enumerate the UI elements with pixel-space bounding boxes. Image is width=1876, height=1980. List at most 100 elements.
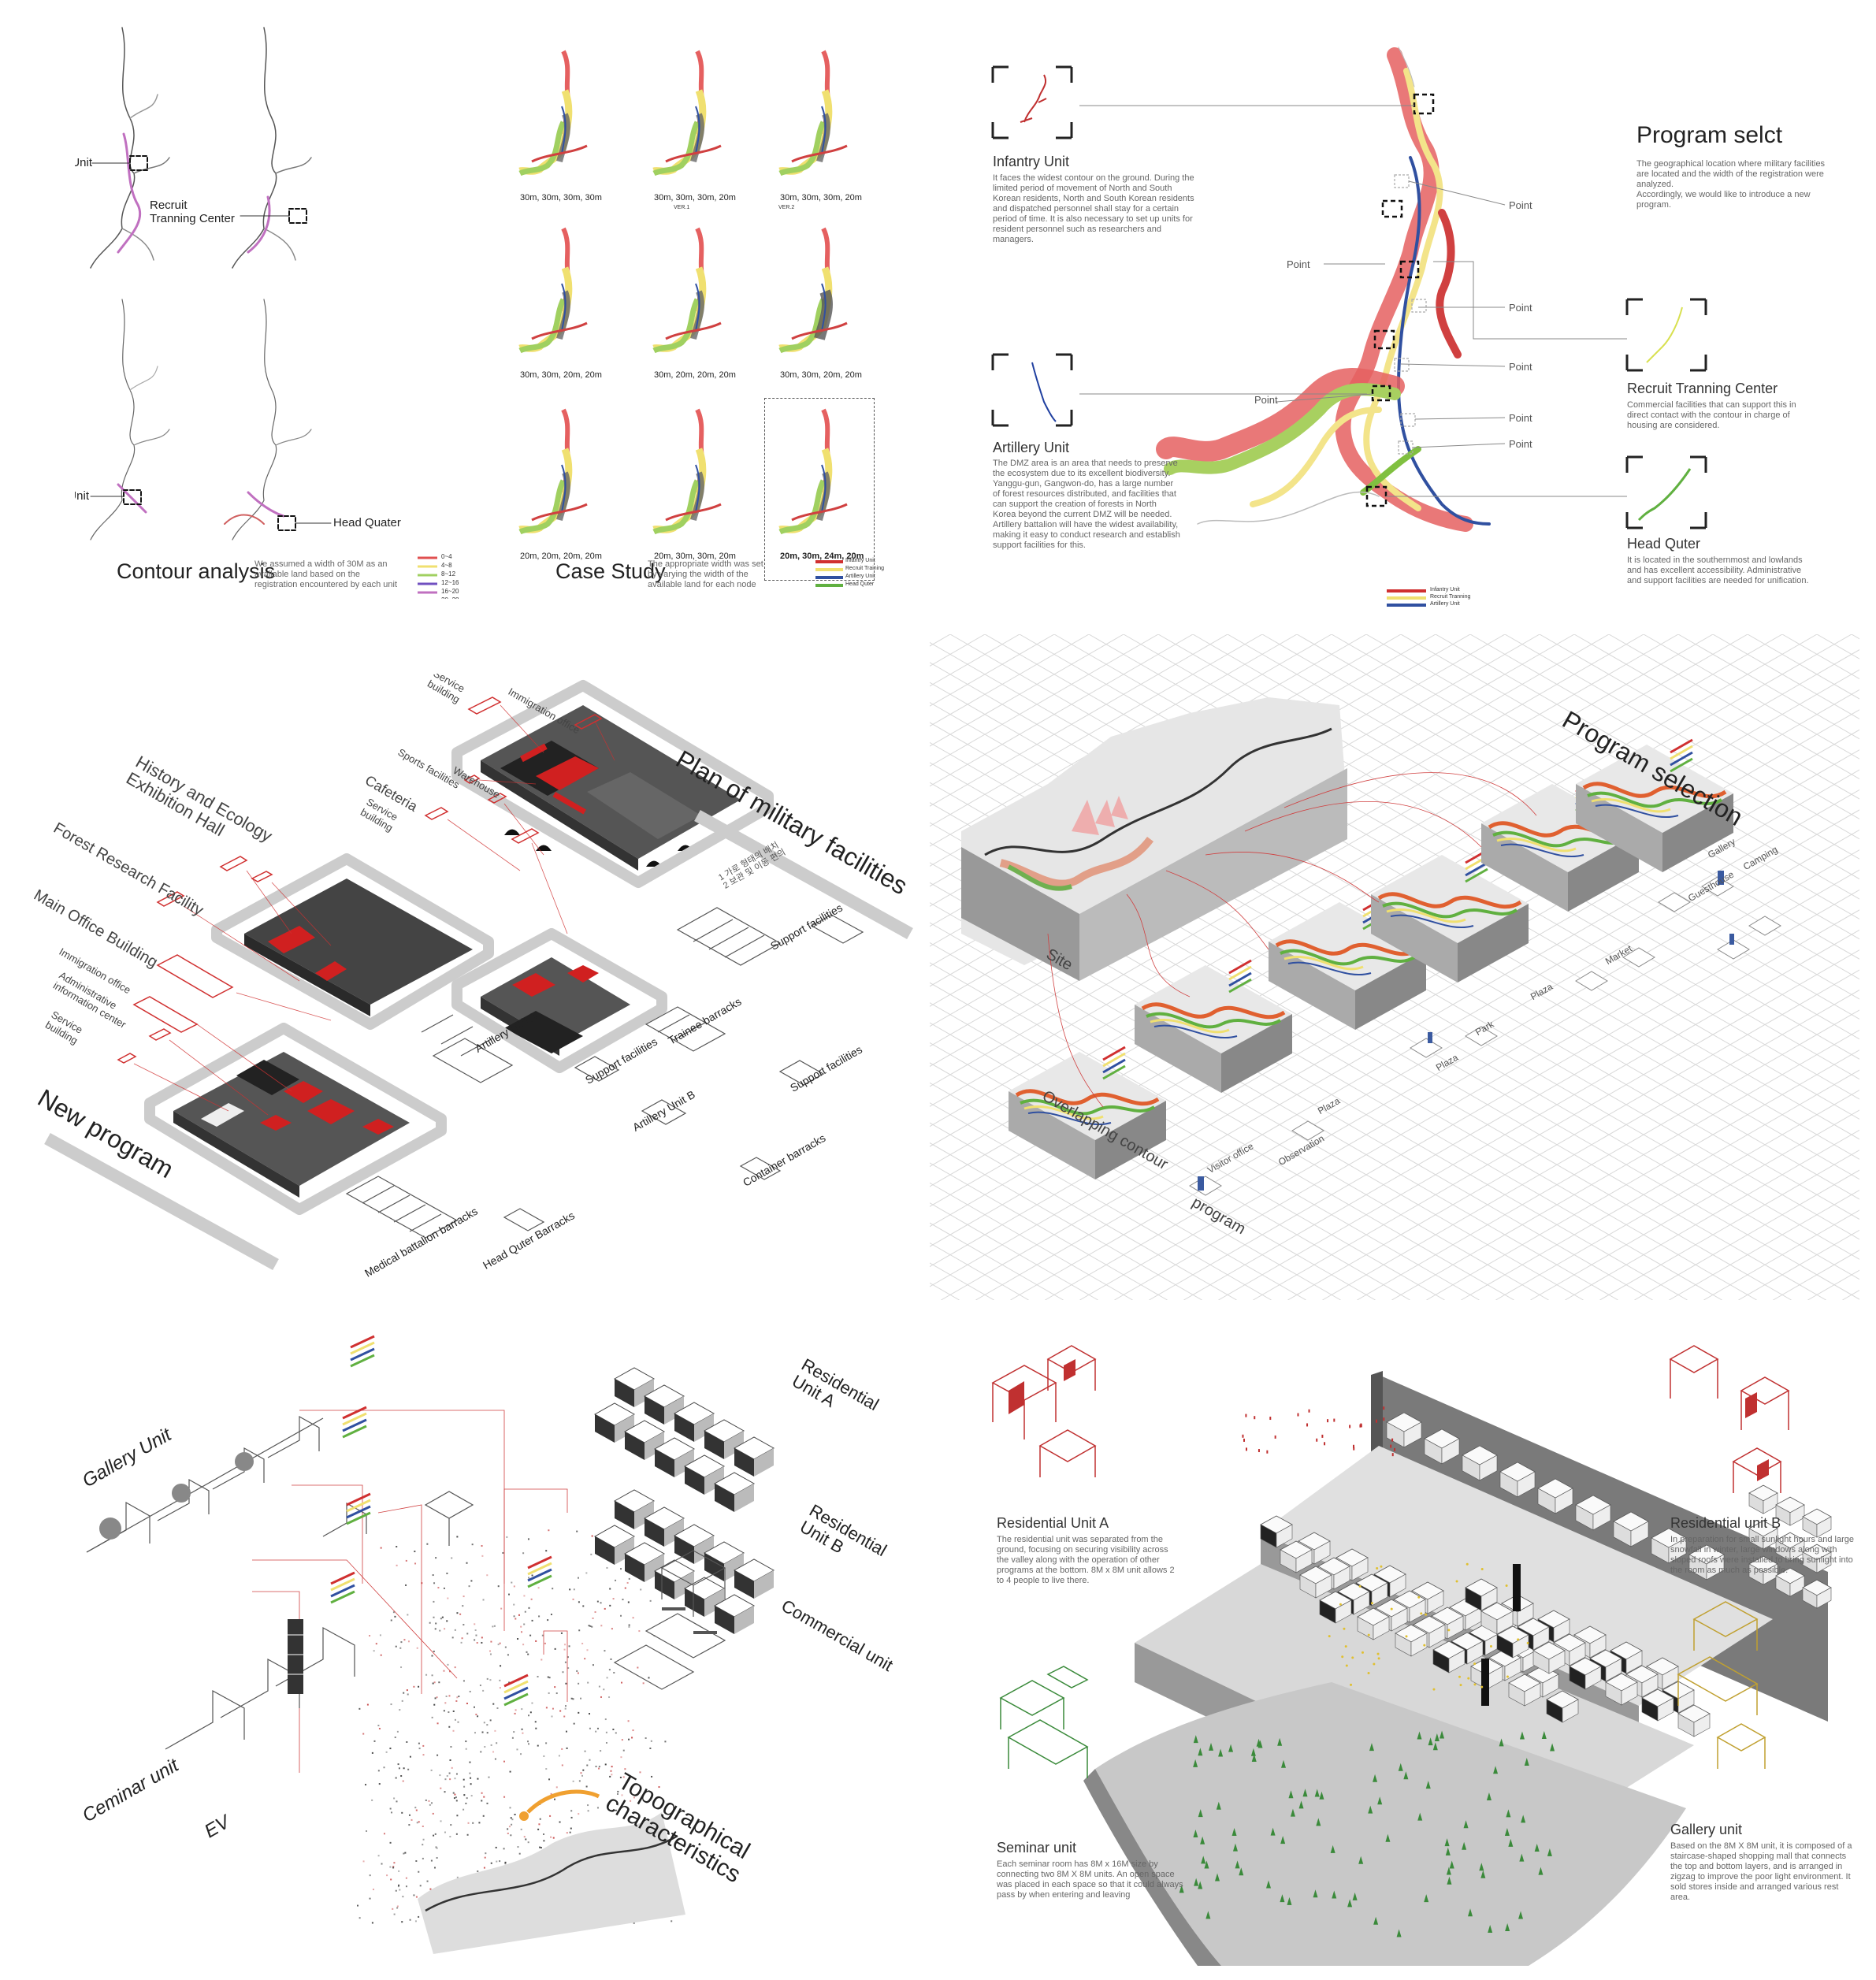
case-thumbnail [652,227,722,354]
terrain-slice [1576,738,1733,872]
case-caption: 30m, 20m, 20m, 20m [654,370,736,380]
sub-caption-ver2: VER.2 [778,205,795,210]
gallery-desc: Based on the 8M X 8M unit, it is compose… [1670,1841,1852,1902]
case-thumbnail [778,408,848,535]
units-right-panel: Residential Unit A The residential unit … [961,1328,1867,1974]
case-thumbnail [518,227,588,354]
artillery-title: Artillery Unit [993,440,1070,455]
case-desc: The appropriate width was set by varying… [648,559,763,589]
terrain-slice [1135,959,1292,1093]
legend-label: 20~28 [441,596,459,599]
sub-caption-ver1: VER.1 [674,205,690,210]
contour-analysis-panel: Infantry Unit Recruit Tranning Center Ar… [75,16,492,599]
program-selection-axonometric [930,634,1859,1300]
case-caption: 30m, 30m, 20m, 20m [520,370,602,380]
contour-legend [418,556,437,594]
legend-label: Infantry Unit [845,558,875,563]
case-study-panel: 30m, 30m, 30m, 30m 30m, 30m, 30m, 20m 30m,… [496,35,890,603]
point-label: Point [1287,258,1310,270]
contour-map-2 [232,27,312,269]
point-label: Point [1509,361,1532,373]
seminar-desc: Each seminar room has 8M x 16M size by c… [997,1859,1183,1900]
artillery-thumbnail [1031,362,1057,422]
label-artillery-unit: Artillery Unit [75,489,89,503]
program-select-map [991,46,1707,607]
headq-desc: It is located in the southernmost and lo… [1627,555,1809,585]
point-label: Point [1509,412,1532,424]
case-caption: 30m, 30m, 20m, 20m [780,370,862,380]
legend-label: Infantry Unit [1430,587,1460,593]
point-label: Point [1509,438,1532,450]
focus-box [277,515,296,531]
program-selct-title: Program selct [1636,122,1783,148]
contour-maps [90,27,437,594]
focus-box [123,489,142,505]
legend-label: Recruit Tranning [1430,594,1471,600]
terrain-slice [1269,896,1426,1030]
military-plan-panel: Plan of military facilities New program … [32,674,922,1288]
legend-label: Artillery Unit [1430,601,1460,607]
contour-desc: We assumed a width of 30M as an availabl… [254,559,398,589]
recruit-title: Recruit Tranning Center [1627,381,1778,396]
site-terrain [961,697,1347,981]
contour-map-1 [90,27,170,269]
infantry-desc: It faces the widest contour on the groun… [993,173,1194,244]
case-caption: 30m, 30m, 30m, 20m [780,193,862,202]
headq-thumbnail [1637,468,1692,522]
legend-label: Head Quter [845,581,875,587]
selected-case-frame [764,398,875,581]
res-b-title: Residential unit B [1670,1515,1781,1531]
infantry-title: Infantry Unit [993,154,1070,169]
res-b-desc: In preparation for small sunlight hours … [1670,1535,1854,1575]
legend-label: 0~4 [441,553,452,560]
contour-map-4 [224,299,312,541]
artillery-desc: The DMZ area is an area that needs to pr… [993,459,1180,550]
case-caption: 30m, 30m, 30m, 20m [654,193,736,202]
legend-label: 8~12 [441,570,456,578]
focus-box [288,208,307,224]
contour-title: Contour analysis [117,559,276,583]
contour-map-3 [90,299,170,541]
legend-label: Artillery Unit [845,574,875,579]
case-thumbnail [518,50,588,176]
case-study-grid [518,50,848,587]
case-caption: 20m, 30m, 24m, 20m [780,552,864,561]
label-recruit-center: Recruit Tranning Center [150,199,235,225]
gallery-title: Gallery unit [1670,1822,1743,1837]
site-bottom [173,1052,410,1198]
ev-shaft [288,1619,303,1694]
program-selct-desc: The geographical location where military… [1636,159,1826,210]
legend-label: Recruit Training [845,566,885,571]
case-thumbnail [652,408,722,535]
recruit-thumbnail [1646,306,1683,363]
program-legend [1387,589,1426,607]
label-infantry-unit: Infantry Unit [75,156,92,169]
res-a-desc: The residential unit was separated from … [997,1535,1175,1585]
label-head-quater: Head Quater [333,516,401,529]
case-caption: 20m, 20m, 20m, 20m [520,552,602,561]
case-title: Case Study [555,559,666,583]
seminar-title: Seminar unit [997,1840,1077,1856]
legend-label: 16~20 [441,588,459,595]
case-caption: 20m, 30m, 30m, 20m [654,552,736,561]
case-thumbnail [652,50,722,176]
infantry-thumbnail [1020,74,1047,123]
point-label: Point [1509,199,1532,211]
case-thumbnail [518,408,588,535]
site-top [481,705,741,871]
site-middle [244,879,630,1056]
point-label: Point [1254,394,1278,406]
program-selection-panel: Program selection Site Overlapping conto… [930,634,1859,1300]
units-right-axonometric [991,1345,1832,1966]
units-left-panel: Gallery Unit Ceminar unit EV Residential… [63,1332,922,1970]
case-caption: 30m, 30m, 30m, 30m [520,193,602,202]
res-a-title: Residential Unit A [997,1515,1109,1531]
legend-label: 4~8 [441,562,452,569]
recruit-desc: Commercial facilities that can support t… [1627,400,1796,430]
units-left-axonometric [86,1335,775,1954]
terrain-slice [1371,849,1529,983]
case-thumbnail [778,50,848,176]
focus-box [129,155,148,171]
case-thumbnail [778,227,848,354]
